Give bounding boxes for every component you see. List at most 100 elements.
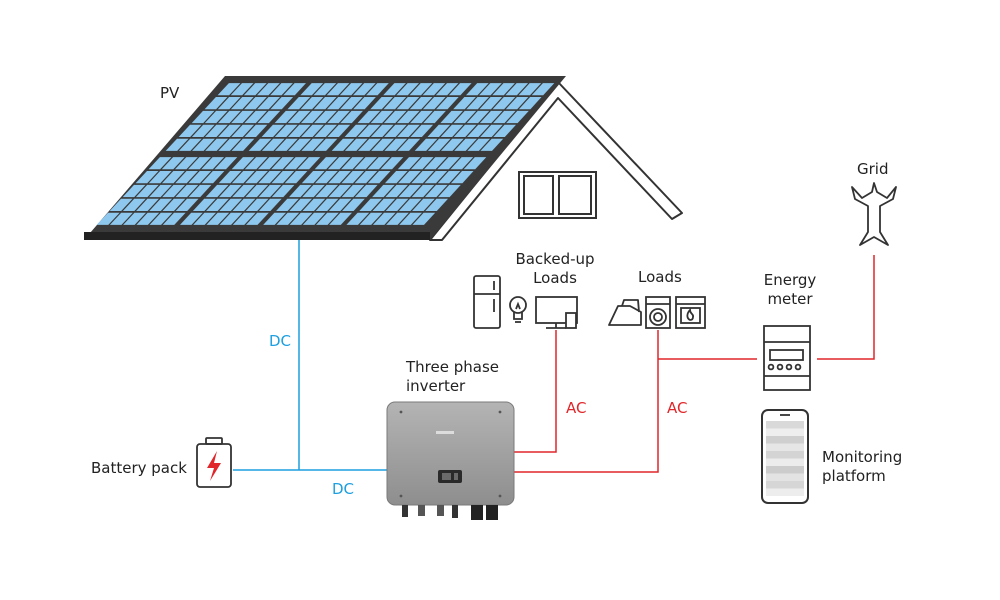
- panel-cell: [410, 110, 433, 124]
- panel-cell: [275, 138, 298, 151]
- panel-cell: [441, 138, 464, 151]
- phone-screen-bar: [766, 458, 804, 466]
- solar-panel-icon: [84, 76, 566, 240]
- panel-cell: [359, 198, 382, 211]
- panel-cell: [384, 124, 407, 137]
- panel-cell: [326, 83, 350, 96]
- panel-cell: [136, 198, 159, 211]
- panel-cell: [467, 138, 490, 151]
- panel-cell: [257, 97, 280, 110]
- panel-cell: [96, 212, 120, 225]
- panel-cell: [315, 184, 339, 198]
- panel-cell: [383, 83, 406, 96]
- panel-cell: [436, 97, 459, 110]
- monitoring-label-2: platform: [822, 467, 886, 485]
- phone-screen-bar: [766, 421, 804, 429]
- phone-screen-bar: [766, 443, 804, 451]
- panel-cell: [288, 124, 311, 137]
- panel-cell: [162, 212, 186, 225]
- panel-cell: [371, 138, 394, 151]
- panel-cell: [326, 97, 350, 110]
- panel-cell: [261, 124, 285, 137]
- panel-cell: [258, 171, 282, 184]
- dc-label-pv: DC: [269, 332, 292, 350]
- panel-cell: [412, 198, 435, 211]
- panel-cell: [492, 83, 515, 96]
- panel-cell: [300, 110, 324, 124]
- panel-cell: [287, 110, 311, 124]
- panel-cell: [219, 184, 242, 198]
- panel-cell: [397, 124, 420, 137]
- panel-cell: [204, 110, 228, 124]
- panel-cell: [175, 198, 199, 211]
- panel-cell: [276, 198, 299, 211]
- panel-cell: [328, 171, 351, 184]
- panel-cell: [440, 110, 463, 124]
- panel-cell: [505, 97, 529, 110]
- panel-cell: [263, 212, 286, 225]
- panel-cell: [384, 138, 408, 151]
- panel-cell: [479, 83, 502, 96]
- panel-cell: [480, 124, 503, 137]
- panel-cell: [466, 97, 489, 110]
- bulb-icon: [509, 296, 527, 323]
- panel-cell: [274, 110, 298, 124]
- panel-cell: [217, 97, 241, 110]
- panel-cell: [327, 157, 351, 170]
- panel-cell: [245, 184, 269, 198]
- panel-cell: [188, 184, 212, 198]
- panel-cell: [453, 97, 476, 110]
- panel-cell: [162, 184, 186, 198]
- phone-screen-bar: [766, 473, 804, 481]
- panel-cell: [245, 198, 269, 211]
- panel-cell: [205, 138, 228, 151]
- window-icon: [518, 171, 597, 219]
- panel-cell: [409, 97, 433, 110]
- panel-cell: [258, 184, 282, 198]
- panel-cell: [453, 124, 477, 137]
- panel-cell: [148, 171, 172, 184]
- panel-cell: [218, 171, 242, 184]
- panel-cell: [341, 157, 364, 170]
- panel-cell: [398, 171, 421, 184]
- panel-cell: [243, 83, 267, 96]
- battery-pack-label: Battery pack: [91, 459, 187, 477]
- panel-cell: [422, 83, 446, 96]
- phone-screen-bar: [766, 481, 804, 489]
- panel-cell: [270, 83, 293, 96]
- panel-cell: [180, 212, 203, 225]
- phone-screen-bar: [766, 428, 804, 436]
- panel-cell: [372, 198, 396, 211]
- panel-cell: [201, 171, 225, 184]
- panel-cell: [271, 171, 295, 184]
- pv-label: PV: [160, 84, 180, 102]
- dc-label-battery: DC: [332, 480, 355, 498]
- panel-cell: [467, 124, 490, 137]
- panel-cell: [357, 124, 381, 137]
- phone-screen-bar: [766, 436, 804, 444]
- panel-cell: [340, 110, 363, 124]
- panel-cell: [437, 171, 461, 184]
- panel-cell: [204, 97, 228, 110]
- panel-cell: [424, 157, 447, 170]
- panel-cell: [353, 83, 376, 96]
- panel-cell: [479, 110, 503, 124]
- panel-cell: [341, 184, 365, 198]
- panel-cell: [315, 171, 338, 184]
- panel-cell: [331, 138, 355, 151]
- panel-cell: [438, 184, 461, 198]
- panel-cell: [370, 124, 394, 137]
- panel-cells: [96, 83, 555, 225]
- inverter-label-2: inverter: [406, 377, 466, 395]
- energy-meter-label-1: Energy: [763, 271, 817, 289]
- panel-cell: [466, 110, 490, 124]
- panel-cell: [383, 110, 407, 124]
- panel-cell: [301, 124, 324, 137]
- panel-cell: [448, 83, 472, 96]
- panel-cell: [162, 198, 186, 211]
- phone-screen-bar: [766, 488, 804, 496]
- panel-cell: [313, 83, 337, 96]
- panel-cell: [386, 212, 409, 225]
- panel-cell: [357, 110, 381, 124]
- panel-cell: [372, 184, 395, 198]
